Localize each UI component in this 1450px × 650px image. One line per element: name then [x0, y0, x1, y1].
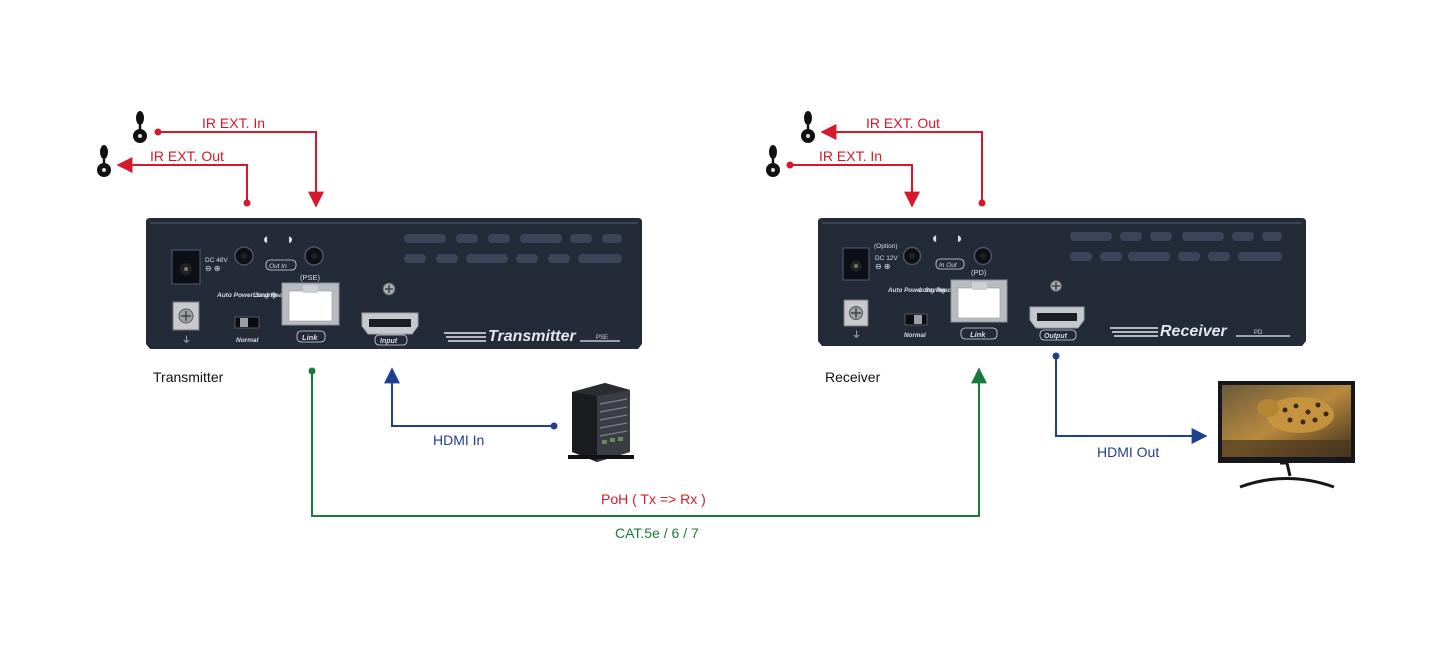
poh-label: PoH ( Tx => Rx )	[601, 491, 706, 507]
rx-vents	[1070, 232, 1282, 261]
tx-ir-port-label: Out In	[269, 263, 287, 270]
receiver-device: (Option) DC 12V ⊖ ⊕ ⏚ ◖ ◗ In Out Auto Po…	[818, 218, 1306, 346]
ir-emitter-icon	[97, 145, 111, 177]
svg-text:◖: ◖	[930, 230, 939, 247]
rx-brand-tag: PD	[1254, 330, 1263, 336]
svg-text:◗: ◗	[955, 230, 964, 247]
hdmi-out-connection: HDMI Out	[1052, 352, 1208, 460]
svg-text:⏚: ⏚	[852, 330, 861, 340]
tx-switch-right-label: Long Reach	[253, 292, 290, 299]
transmitter-device: DC 48V ⊖ ⊕ ⏚ ◖ ◗ Out In Auto Power Savin…	[146, 218, 642, 349]
tx-link-label: Link	[302, 333, 318, 342]
rx-option-label: (Option)	[874, 243, 897, 250]
monitor-icon	[1218, 381, 1355, 489]
hdmi-out-label: HDMI Out	[1097, 444, 1159, 460]
svg-text:⏚: ⏚	[182, 335, 191, 345]
tx-ir-in-label: IR EXT. In	[202, 115, 265, 131]
svg-text:◗: ◗	[286, 231, 295, 248]
hdmi-in-connection: HDMI In	[384, 367, 558, 448]
hdmi-in-label: HDMI In	[433, 432, 484, 448]
rx-switch-left-label: Auto Power Saving	[887, 287, 946, 294]
rx-switch-bottom-label: Normal	[904, 332, 926, 339]
cat-cable-connection: PoH ( Tx => Rx ) CAT.5e / 6 / 7	[308, 367, 987, 541]
rx-ir-in-connection: IR EXT. In	[766, 145, 920, 208]
rx-rj45-label: (PD)	[971, 268, 987, 277]
svg-text:◖: ◖	[261, 231, 270, 248]
ir-emitter-icon	[801, 111, 815, 143]
ir-receiver-icon	[133, 111, 147, 143]
ir-receiver-icon	[766, 145, 780, 177]
rx-ir-port-label: In Out	[939, 262, 958, 269]
receiver-caption: Receiver	[825, 369, 881, 385]
svg-text:⊖ ⊕: ⊖ ⊕	[875, 262, 891, 271]
transmitter-caption: Transmitter	[153, 369, 224, 385]
tx-switch-left-label: Auto Power Saving	[216, 292, 276, 299]
cable-label: CAT.5e / 6 / 7	[615, 525, 699, 541]
tx-dc-label: DC 48V	[205, 257, 228, 264]
svg-text:⊖ ⊕: ⊖ ⊕	[205, 264, 221, 273]
rx-dc-label: DC 12V	[875, 255, 898, 262]
rx-dc-jack	[842, 247, 870, 281]
tx-ir-out-label: IR EXT. Out	[150, 148, 224, 164]
rx-ir-in-label: IR EXT. In	[819, 148, 882, 164]
tx-ir-in-connection: IR EXT. In	[133, 111, 324, 208]
rx-ir-out-connection: IR EXT. Out	[801, 111, 986, 207]
tx-brand: Transmitter	[488, 328, 577, 345]
tx-vents	[404, 234, 622, 263]
rx-brand: Receiver	[1160, 323, 1227, 340]
pc-server-icon	[568, 383, 634, 462]
tx-brand-tag: PSE	[596, 335, 608, 341]
tx-hdmi-label: Input	[380, 338, 398, 345]
rx-ir-out-label: IR EXT. Out	[866, 115, 940, 131]
tx-switch-bottom-label: Normal	[236, 337, 259, 344]
rx-switch-right-label: Long Reach	[919, 287, 955, 294]
tx-rj45-label: (PSE)	[300, 273, 321, 282]
tx-ground-terminal	[172, 301, 200, 331]
tx-ir-out-connection: IR EXT. Out	[97, 145, 251, 207]
rx-link-label: Link	[970, 330, 986, 339]
rx-hdmi-label: Output	[1044, 333, 1068, 340]
